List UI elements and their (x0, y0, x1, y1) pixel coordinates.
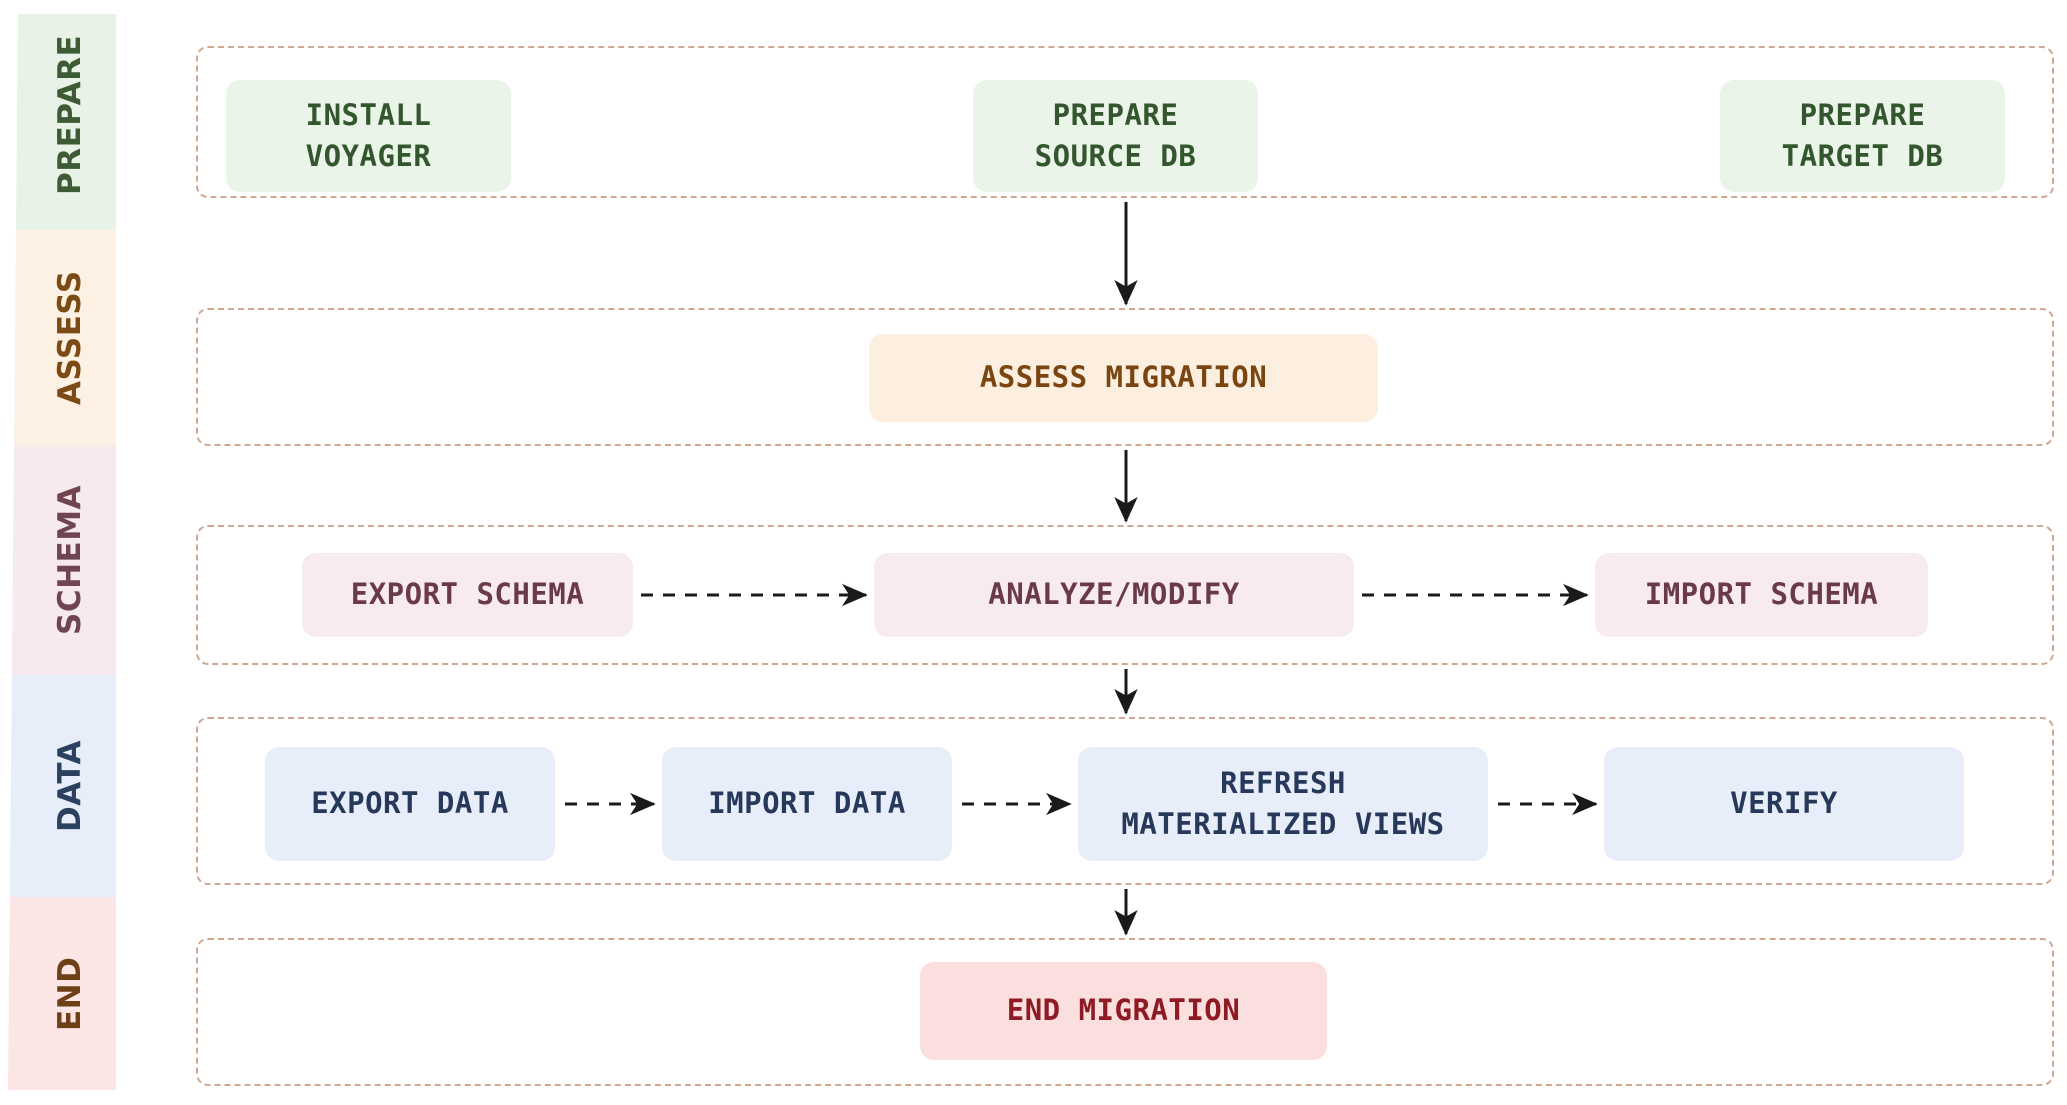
phase-label-data: DATA (52, 739, 88, 833)
task-box-end-migration[interactable]: END MIGRATION (920, 962, 1327, 1060)
task-box-import-schema[interactable]: IMPORT SCHEMA (1595, 553, 1928, 637)
phase-band-schema: SCHEMA (0, 445, 140, 675)
task-box-assess-migration[interactable]: ASSESS MIGRATION (869, 334, 1378, 422)
phase-row-prepare (196, 46, 2054, 198)
phase-band-data: DATA (0, 675, 140, 897)
phase-row-assess (196, 308, 2054, 446)
task-box-export-data[interactable]: EXPORT DATA (265, 747, 555, 861)
phase-band-shape-end (8, 897, 116, 1090)
task-box-analyze-modify[interactable]: ANALYZE/MODIFY (874, 553, 1354, 637)
phase-band-shape-assess (13, 230, 117, 445)
phase-band-prepare: PREPARE (0, 0, 140, 230)
phase-band-end: END (0, 897, 140, 1090)
phase-label-end: END (52, 956, 88, 1031)
phase-label-assess: ASSESS (52, 270, 88, 405)
phase-row-end (196, 938, 2054, 1086)
phase-row-data (196, 717, 2054, 885)
task-box-import-data[interactable]: IMPORT DATA (662, 747, 952, 861)
task-box-export-schema[interactable]: EXPORT SCHEMA (302, 553, 633, 637)
phase-band-shape-prepare (15, 14, 116, 230)
task-box-prepare-source-db[interactable]: PREPARE SOURCE DB (973, 80, 1258, 192)
task-box-verify[interactable]: VERIFY (1604, 747, 1964, 861)
task-box-prepare-target-db[interactable]: PREPARE TARGET DB (1720, 80, 2005, 192)
task-box-refresh-mat-views[interactable]: REFRESH MATERIALIZED VIEWS (1078, 747, 1488, 861)
phase-band-shape-schema (11, 445, 116, 675)
phase-label-prepare: PREPARE (52, 34, 88, 196)
phase-band-assess: ASSESS (0, 230, 140, 445)
task-box-install-voyager[interactable]: INSTALL VOYAGER (226, 80, 511, 192)
phase-rail: PREPARE ASSESS SCHEMA DATA END (0, 0, 140, 1105)
phase-label-schema: SCHEMA (52, 484, 88, 636)
phase-row-schema (196, 525, 2054, 665)
phase-band-shape-data (9, 675, 117, 897)
